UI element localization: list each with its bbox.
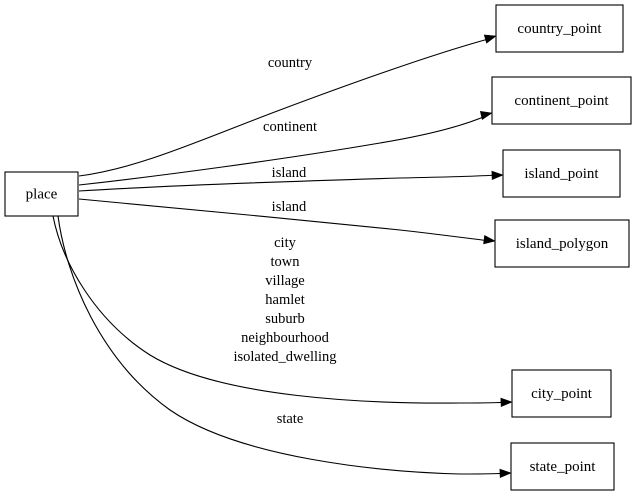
edge-path <box>52 215 509 404</box>
node-box[interactable] <box>491 76 632 125</box>
edge-place-to-continent_point <box>78 111 493 186</box>
node-box[interactable] <box>4 171 79 217</box>
node-place[interactable]: place <box>4 171 79 217</box>
edge-label: island <box>272 165 307 181</box>
edge-label: island <box>272 199 307 215</box>
edge-path <box>78 114 489 186</box>
edge-place-to-state_point <box>57 215 512 479</box>
node-label: city_point <box>531 386 593 402</box>
edge-path <box>78 174 500 192</box>
edge-labels-layer: country continent island island city town vill… <box>233 55 336 427</box>
node-box[interactable] <box>511 369 612 418</box>
edge-label: suburb <box>265 311 304 327</box>
arrowhead-icon <box>491 170 504 181</box>
edge-path <box>78 37 493 177</box>
edge-label: isolated_dwelling <box>233 349 336 365</box>
node-label: country_point <box>517 21 602 37</box>
arrowhead-icon <box>499 468 512 479</box>
node-city_point[interactable]: city_point <box>511 369 612 418</box>
node-box[interactable] <box>510 442 615 491</box>
node-island_polygon[interactable]: island_polygon <box>494 219 630 268</box>
node-country_point[interactable]: country_point <box>495 4 624 53</box>
edge-path <box>78 198 492 242</box>
edge-label: neighbourhood <box>241 330 330 346</box>
node-island_point[interactable]: island_point <box>502 149 621 198</box>
edge-label: city <box>274 235 296 251</box>
edge-label-group-island_polygon: island <box>272 199 307 215</box>
arrowhead-icon <box>500 397 513 408</box>
edge-label: continent <box>263 119 317 135</box>
edge-label-group-state_point: state <box>277 411 304 427</box>
node-state_point[interactable]: state_point <box>510 442 615 491</box>
arrowhead-icon <box>483 235 496 245</box>
node-label: continent_point <box>514 93 609 109</box>
node-box[interactable] <box>502 149 621 198</box>
edge-label-group-country_point: country <box>268 55 313 71</box>
edge-label: hamlet <box>265 292 304 308</box>
edge-label-group-island_point: island <box>272 165 307 181</box>
edge-place-to-city_point <box>52 215 513 408</box>
edge-place-to-island_point <box>78 170 504 192</box>
edge-label: state <box>277 411 304 427</box>
edge-place-to-country_point <box>78 34 497 177</box>
arrowhead-icon <box>483 34 497 44</box>
node-continent_point[interactable]: continent_point <box>491 76 632 125</box>
edge-place-to-island_polygon <box>78 198 496 245</box>
node-box[interactable] <box>495 4 624 53</box>
node-label: place <box>26 186 58 202</box>
edge-label: country <box>268 55 313 71</box>
node-label: island_point <box>524 166 599 182</box>
edge-label: town <box>271 254 301 270</box>
node-box[interactable] <box>494 219 630 268</box>
node-label: island_polygon <box>516 236 609 252</box>
edge-label: village <box>265 273 304 289</box>
nodes-layer: place country_point continent_point island_… <box>4 4 632 491</box>
arrowhead-icon <box>479 111 493 121</box>
node-label: state_point <box>530 459 597 475</box>
edge-label-group-city_point: city town village hamlet suburb neighbourhood… <box>233 235 336 365</box>
edge-path <box>57 215 508 475</box>
edge-label-group-continent_point: continent <box>263 119 317 135</box>
edges-layer <box>52 34 513 479</box>
